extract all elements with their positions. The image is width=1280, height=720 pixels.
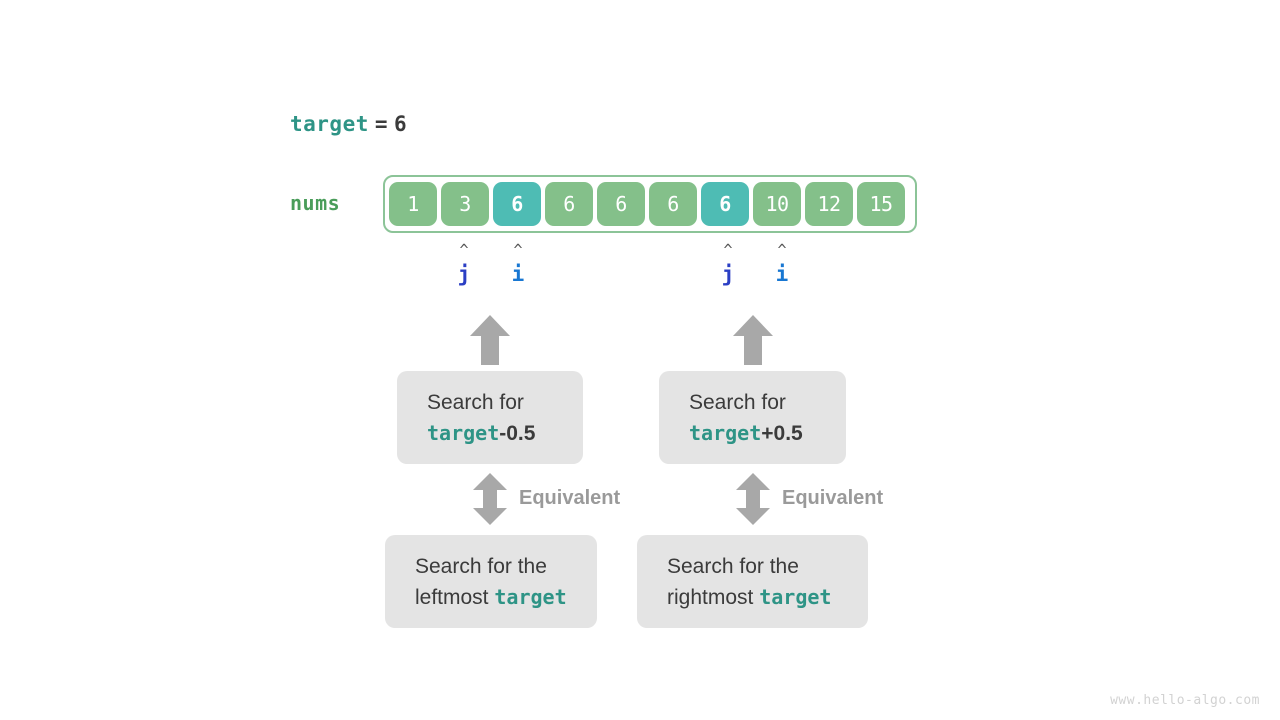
watermark: www.hello-algo.com xyxy=(1110,693,1260,708)
lower-box-left-line1: Search for the xyxy=(415,554,547,578)
double-arrow-left-icon xyxy=(473,473,507,525)
pointer-marker-j-left: ^ j xyxy=(449,243,479,287)
pointer-label-i: i xyxy=(511,262,525,286)
array-cell[interactable]: 12 xyxy=(805,182,853,226)
pointer-marker-i-left: ^ i xyxy=(503,243,533,287)
pointer-label-j: j xyxy=(457,262,471,286)
array-cell-highlighted[interactable]: 6 xyxy=(493,182,541,226)
code-target: target xyxy=(689,420,762,445)
offset-suffix: +0.5 xyxy=(761,421,803,445)
up-arrow-left-icon xyxy=(470,315,510,365)
target-expression: target=6 xyxy=(290,112,407,136)
array-container: 1 3 6 6 6 6 6 10 12 15 xyxy=(383,175,917,233)
pointer-marker-j-right: ^ j xyxy=(713,243,743,287)
upper-box-left-line2: target-0.5 xyxy=(427,418,553,449)
upper-box-left-line1: Search for xyxy=(427,390,524,414)
array-cell[interactable]: 15 xyxy=(857,182,905,226)
upper-box-right-line2: target+0.5 xyxy=(689,418,816,449)
array-cell[interactable]: 3 xyxy=(441,182,489,226)
caret-icon: ^ xyxy=(459,241,469,259)
equivalent-label-right: Equivalent xyxy=(782,487,884,509)
lower-box-right[interactable]: Search for the rightmost target xyxy=(637,535,868,628)
array-cell[interactable]: 6 xyxy=(649,182,697,226)
caret-icon: ^ xyxy=(777,241,787,259)
upper-box-right-line1: Search for xyxy=(689,390,786,414)
lower-box-left[interactable]: Search for the leftmost target xyxy=(385,535,597,628)
equals-operator: = xyxy=(374,112,389,136)
lower-box-left-prefix: leftmost xyxy=(415,585,495,609)
pointer-marker-i-right: ^ i xyxy=(767,243,797,287)
equivalent-label-left: Equivalent xyxy=(519,487,621,509)
caret-icon: ^ xyxy=(723,241,733,259)
target-value: 6 xyxy=(394,112,408,136)
lower-box-right-prefix: rightmost xyxy=(667,585,760,609)
array-cell[interactable]: 10 xyxy=(753,182,801,226)
offset-suffix: -0.5 xyxy=(499,421,536,445)
array-cell[interactable]: 6 xyxy=(597,182,645,226)
array-cell[interactable]: 6 xyxy=(545,182,593,226)
array-cell-highlighted[interactable]: 6 xyxy=(701,182,749,226)
up-arrow-right-icon xyxy=(733,315,773,365)
pointer-label-j: j xyxy=(721,262,735,286)
array-cell[interactable]: 1 xyxy=(389,182,437,226)
target-keyword: target xyxy=(290,112,369,136)
code-target: target xyxy=(494,584,567,609)
upper-box-right[interactable]: Search for target+0.5 xyxy=(659,371,846,464)
code-target: target xyxy=(427,420,500,445)
caret-icon: ^ xyxy=(513,241,523,259)
array-label: nums xyxy=(290,191,341,215)
pointer-label-i: i xyxy=(775,262,789,286)
lower-box-right-line2: rightmost target xyxy=(667,582,838,613)
upper-box-left[interactable]: Search for target-0.5 xyxy=(397,371,583,464)
lower-box-left-line2: leftmost target xyxy=(415,582,567,613)
double-arrow-right-icon xyxy=(736,473,770,525)
code-target: target xyxy=(759,584,832,609)
lower-box-right-line1: Search for the xyxy=(667,554,799,578)
